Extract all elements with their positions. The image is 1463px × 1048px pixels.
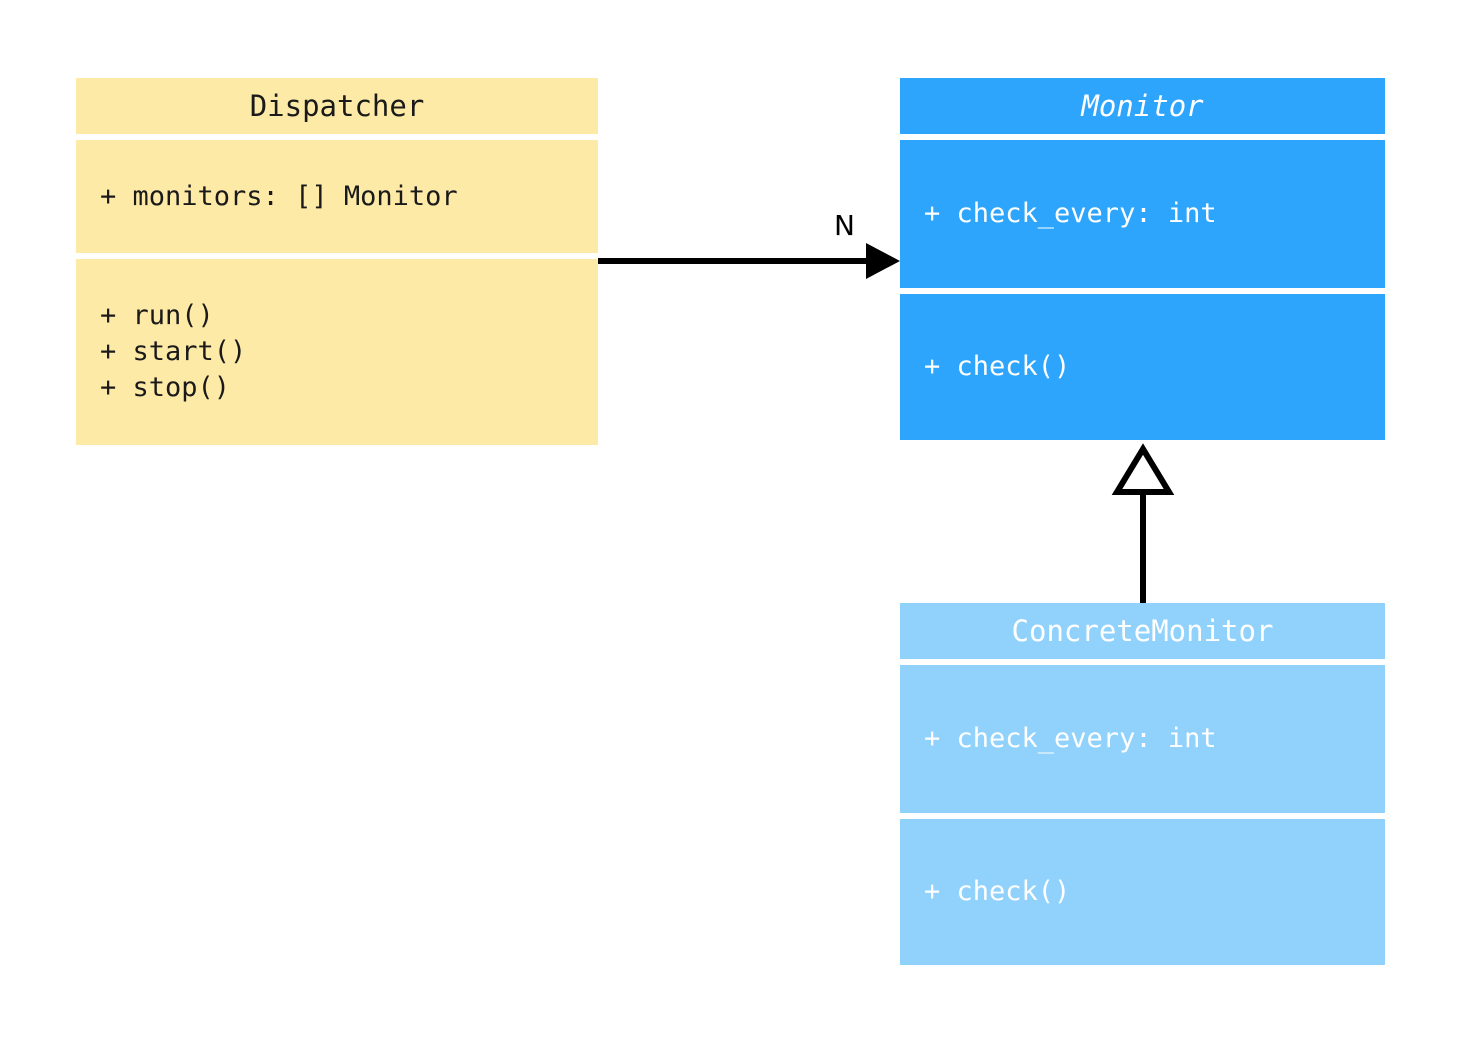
filled-arrowhead-icon — [866, 243, 900, 279]
attribute-item: + check_every: int — [924, 723, 1217, 754]
method-item: + stop() — [100, 372, 231, 403]
class-name-monitor: Monitor — [900, 78, 1385, 134]
relationship-generalization-concrete-monitor — [1111, 443, 1175, 603]
attributes-compartment-dispatcher: + monitors: [] Monitor — [76, 140, 598, 253]
attributes-compartment-monitor: + check_every: int — [900, 140, 1385, 288]
methods-compartment-dispatcher: + run() + start() + stop() — [76, 259, 598, 445]
method-item: + check() — [924, 351, 1071, 382]
methods-compartment-concretemonitor: + check() — [900, 819, 1385, 965]
method-item: + run() — [100, 300, 214, 331]
method-item: + check() — [924, 876, 1071, 907]
relationship-association-dispatcher-monitor — [598, 243, 900, 279]
class-name-concretemonitor: ConcreteMonitor — [900, 603, 1385, 659]
attributes-compartment-concretemonitor: + check_every: int — [900, 665, 1385, 813]
class-name-dispatcher: Dispatcher — [76, 78, 598, 134]
method-item: + start() — [100, 336, 247, 367]
attribute-item: + monitors: [] Monitor — [100, 180, 458, 212]
association-multiplicity-label: N — [834, 209, 855, 242]
methods-compartment-monitor: + check() — [900, 294, 1385, 440]
uml-class-concretemonitor[interactable]: ConcreteMonitor + check_every: int + che… — [900, 603, 1385, 965]
hollow-triangle-arrowhead-icon — [1111, 443, 1175, 495]
attribute-item: + check_every: int — [924, 198, 1217, 229]
uml-class-dispatcher[interactable]: Dispatcher + monitors: [] Monitor + run(… — [76, 78, 598, 445]
uml-class-monitor[interactable]: Monitor + check_every: int + check() — [900, 78, 1385, 440]
